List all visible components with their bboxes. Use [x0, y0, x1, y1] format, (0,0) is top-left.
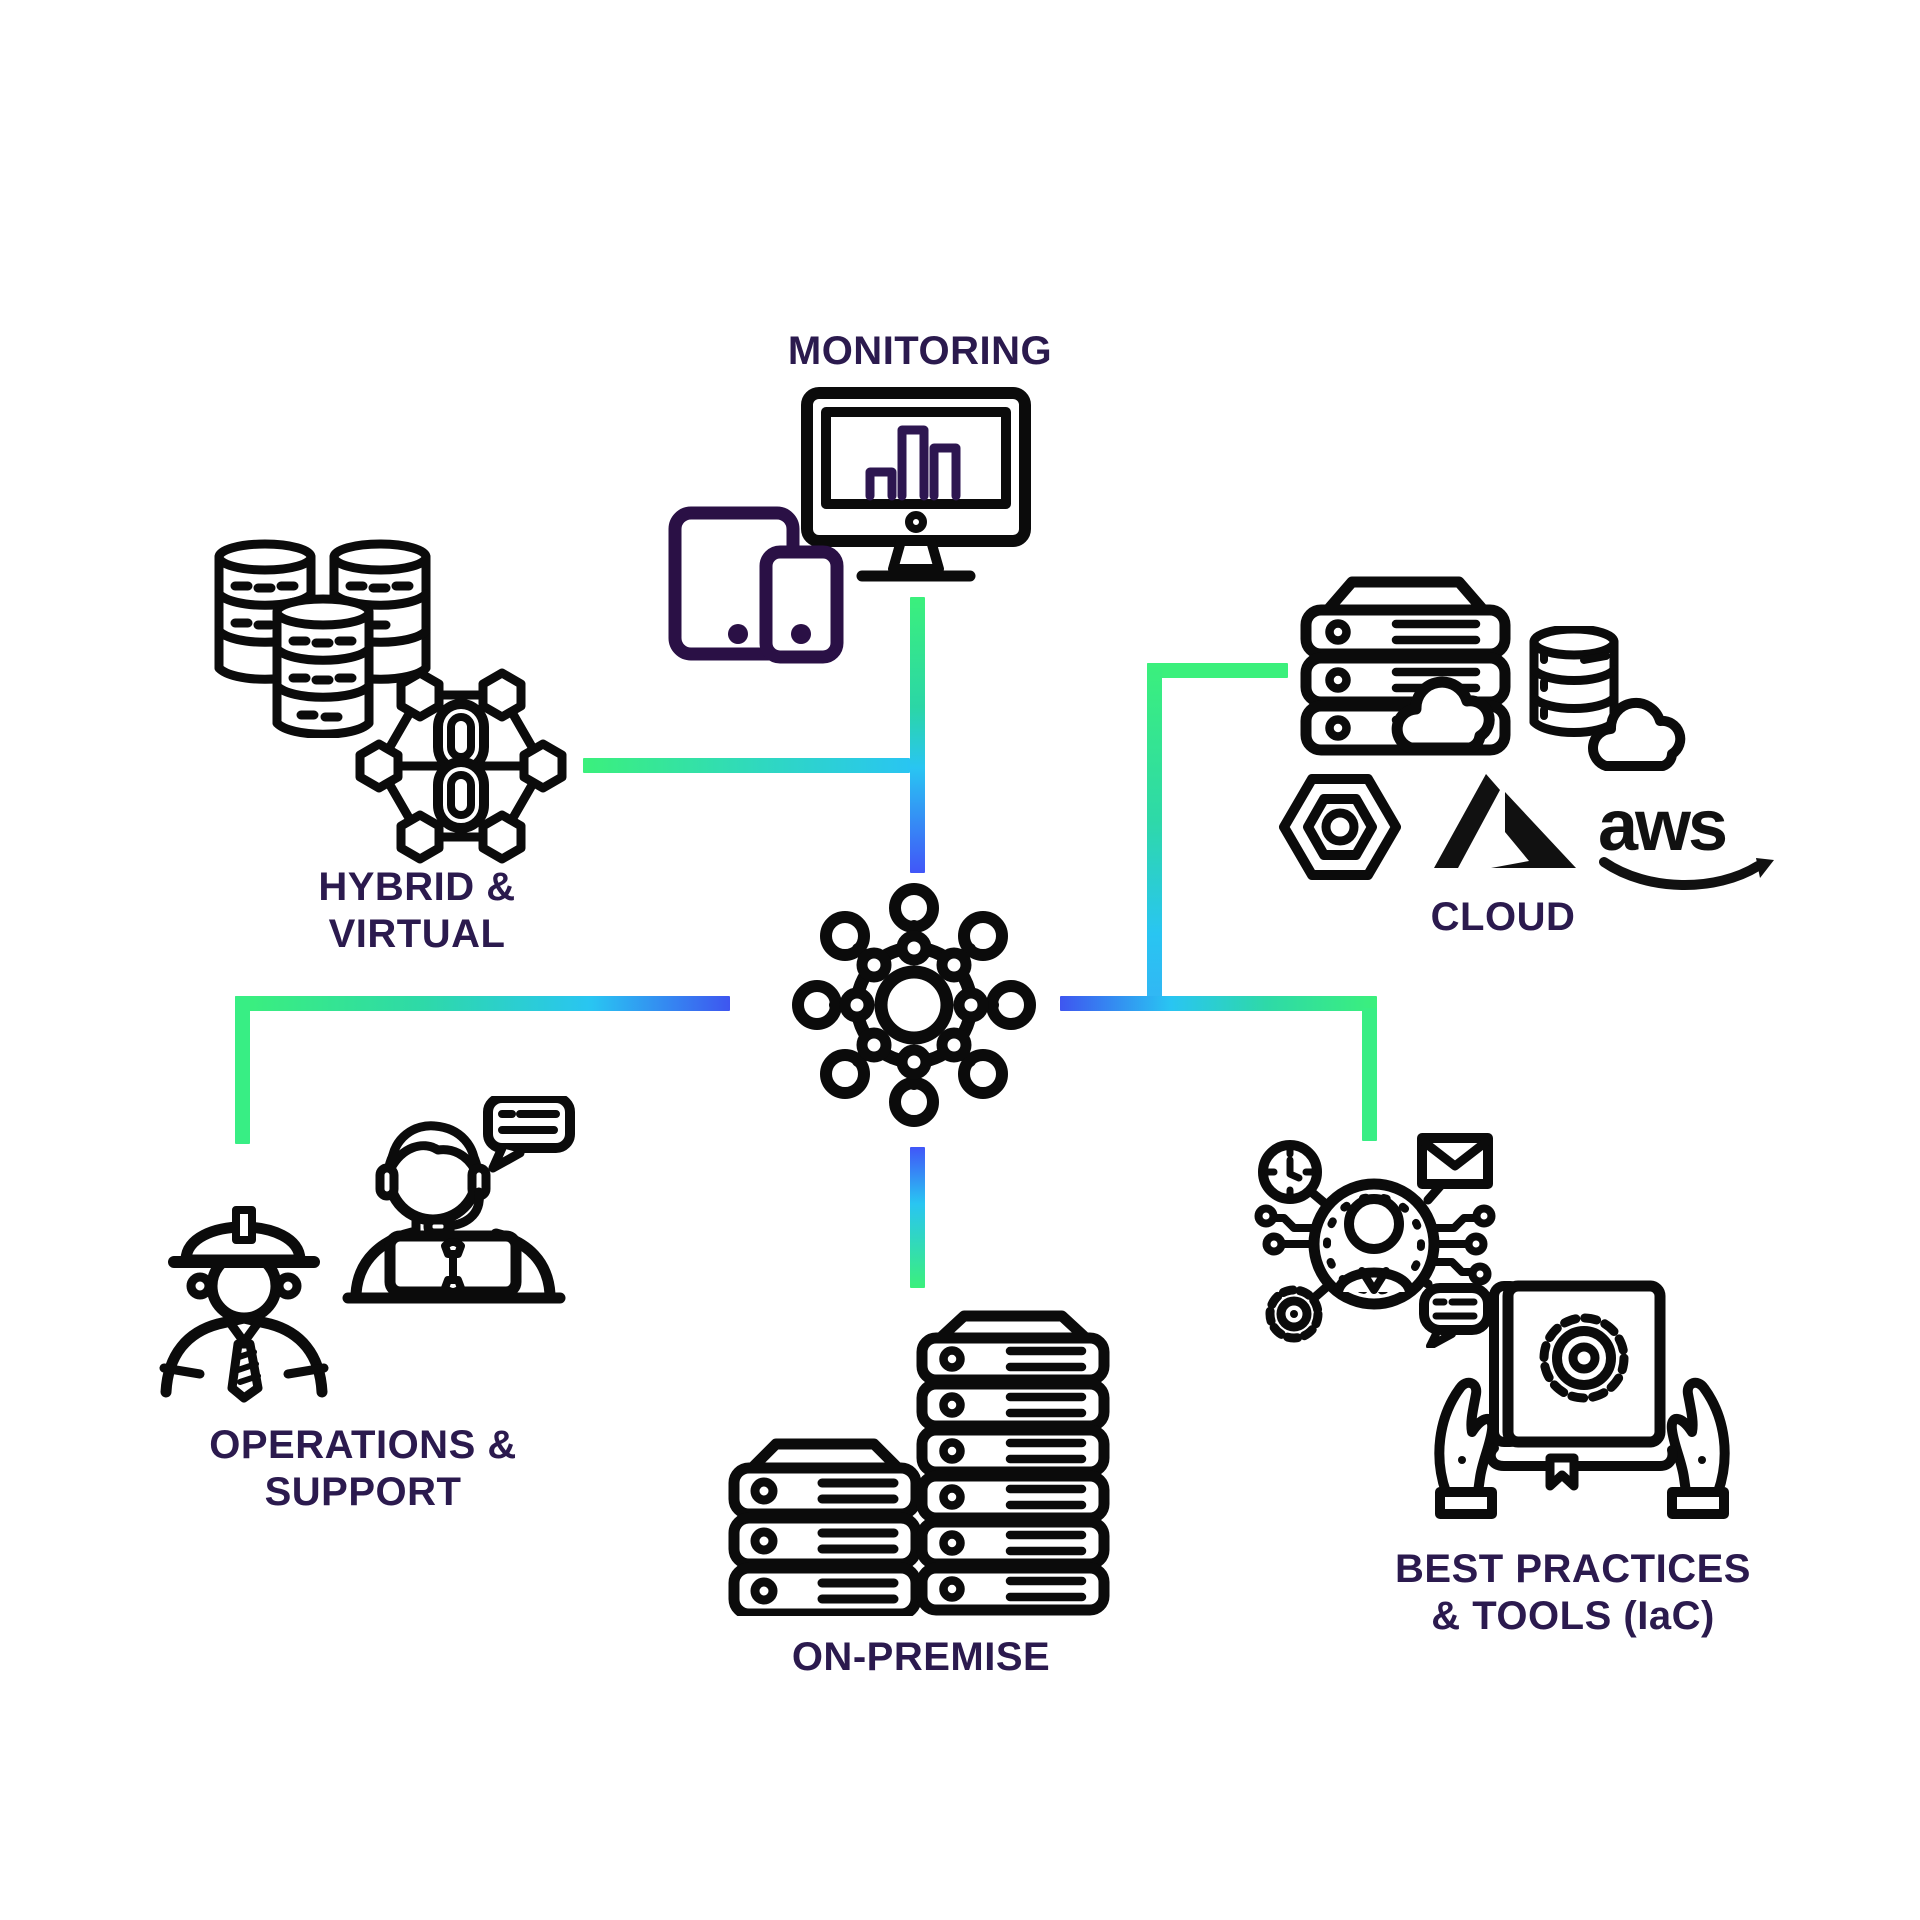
connector-bestpractices-vertical [1362, 1008, 1377, 1141]
hexagon-container-icon [1278, 766, 1416, 888]
envelope-icon [1417, 1133, 1493, 1189]
cloud-icon [1588, 697, 1686, 771]
book-icon [1485, 1280, 1678, 1491]
connector-monitoring-vertical [910, 597, 925, 873]
connector-bestpractices-horizontal [1060, 996, 1377, 1011]
wrench-icon [441, 1238, 465, 1296]
engineer-icon [148, 1182, 340, 1404]
server-stack-tall-icon [914, 1310, 1112, 1618]
monitor-chart-icon [800, 386, 1032, 588]
bar-chart-icon [865, 425, 961, 501]
server-stack-small-icon [726, 1436, 924, 1616]
best-practices-label: BEST PRACTICES & TOOLS (IaC) [1395, 1547, 1751, 1638]
connector-cloud-horizontal [1147, 663, 1288, 678]
databases-icon [205, 538, 435, 738]
speech-bubble-icon [483, 1096, 575, 1173]
connector-hybrid-horizontal [583, 758, 910, 773]
connector-operations-horizontal [235, 996, 730, 1011]
hand-left-icon [1434, 1377, 1498, 1519]
azure-logo-icon [1434, 772, 1576, 870]
operations-support-label: OPERATIONS & SUPPORT [209, 1423, 517, 1514]
connector-operations-vertical [235, 996, 250, 1144]
clock-icon [1258, 1140, 1322, 1204]
tablet-phone-icon [668, 506, 844, 664]
book-hands-icon [1432, 1278, 1732, 1526]
on-premise-label: ON-PREMISE [791, 1635, 1051, 1679]
hub-network-icon [788, 883, 1040, 1128]
gear-icon [1265, 1285, 1323, 1343]
chain-network-icon [352, 668, 570, 864]
support-agent-icon [332, 1096, 578, 1318]
monitoring-label: MONITORING [787, 329, 1053, 373]
hybrid-virtual-label: HYBRID & VIRTUAL [318, 865, 516, 956]
cloud-icon [1391, 676, 1495, 754]
connector-cloud-vertical [1147, 663, 1162, 1011]
cloud-label: CLOUD [1430, 895, 1576, 939]
cloud-servers-icon [1298, 572, 1513, 768]
aws-logo-text: aws [1598, 788, 1726, 866]
person-network-icon [1252, 1132, 1496, 1348]
database-cloud-icon [1528, 626, 1696, 772]
aws-logo-icon: aws [1596, 788, 1778, 892]
chat-bubble-icon [1419, 1283, 1493, 1348]
hand-right-icon [1666, 1377, 1730, 1519]
chain-link-icon [433, 699, 489, 833]
connector-onpremise-vertical [910, 1147, 925, 1288]
